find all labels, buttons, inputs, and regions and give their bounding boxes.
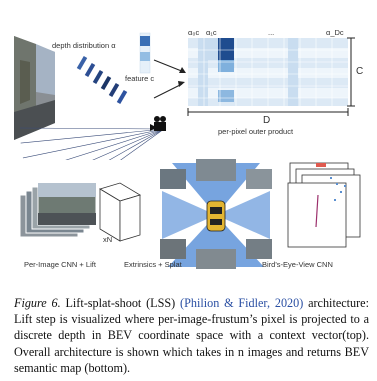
- feature-label: feature c: [125, 74, 155, 83]
- splat-view: [160, 159, 272, 269]
- stage-label-extrinsics-splat: Extrinsics + Splat: [124, 260, 182, 269]
- bev-output-stack: [287, 162, 361, 248]
- col-label-1: α₁c: [206, 28, 217, 37]
- lift-diagram: [14, 32, 355, 160]
- figure-label: Figure 6.: [14, 296, 61, 310]
- stage-label-cnn-lift: Per-Image CNN + Lift: [24, 260, 96, 269]
- xn-label: xN: [103, 235, 113, 244]
- street-image: [14, 36, 55, 140]
- citation-link[interactable]: (Philion & Fidler, 2020): [180, 296, 304, 310]
- c-dimension-label: C: [356, 66, 364, 77]
- figure-caption: Figure 6. Lift-splat-shoot (LSS) (Philio…: [14, 295, 369, 376]
- depth-bins: [76, 55, 128, 105]
- feature-vector: [139, 32, 151, 74]
- input-image-stack: [19, 182, 97, 238]
- frustum-rays: [19, 127, 165, 160]
- cnn-block: [99, 182, 141, 242]
- grid-brackets: [187, 37, 355, 116]
- caption-text-after: architecture: Lift step is visualized wh…: [14, 296, 369, 375]
- architecture-diagram: [19, 159, 361, 269]
- d-dimension-label: D: [263, 115, 271, 126]
- stage-label-bev-cnn: Bird's-Eye-View CNN: [262, 260, 333, 269]
- col-label-0: α₀c: [188, 28, 200, 37]
- camera-icon: [150, 116, 166, 131]
- caption-text-before: Lift-splat-shoot (LSS): [60, 296, 181, 310]
- outer-product-label: per-pixel outer product: [218, 127, 294, 136]
- arrow-to-grid: [153, 59, 186, 99]
- col-label-ellipsis: ...: [268, 28, 275, 37]
- outer-product-grid: [188, 38, 348, 106]
- col-label-d: α_Dc: [326, 28, 344, 37]
- depth-distribution-label: depth distribution α: [52, 41, 116, 50]
